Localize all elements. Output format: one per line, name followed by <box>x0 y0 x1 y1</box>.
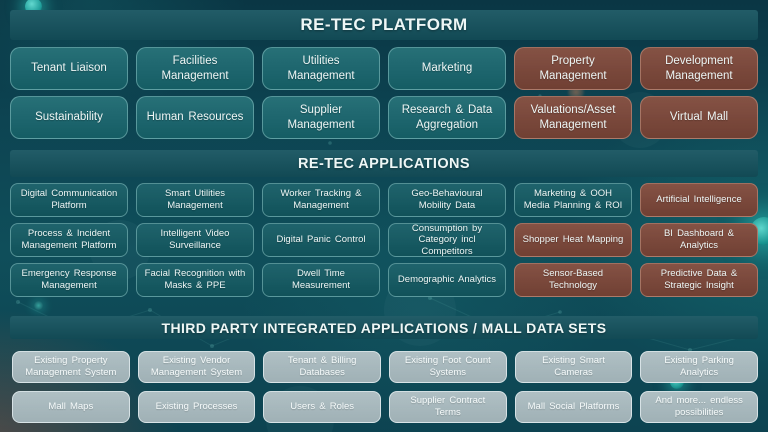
box-label: Tenant & Billing Databases <box>287 355 357 378</box>
box-label: Worker Tracking & Management <box>280 188 362 211</box>
box-label: Existing Vendor Management System <box>150 355 243 378</box>
box-shopper-heat-mapping: Shopper Heat Mapping <box>514 223 632 257</box>
box-sustainability: Sustainability <box>10 96 128 139</box>
section-header-applications: RE-TEC APPLICATIONS <box>10 150 758 177</box>
platform-grid: Tenant Liaison Facilities Management Utili… <box>10 47 758 139</box>
box-facilities-management: Facilities Management <box>136 47 254 90</box>
box-label: Mall Maps <box>48 401 94 413</box>
box-label: Existing Processes <box>155 401 238 413</box>
glow-dot-left-small <box>34 301 43 310</box>
box-property-management: Property Management <box>514 47 632 90</box>
box-label: Digital Panic Control <box>276 234 366 246</box>
box-consumption-by-category-incl-competitors: Consumption by Category incl Competitors <box>388 223 506 257</box>
box-label: Emergency Response Management <box>21 268 117 291</box>
box-mall-maps: Mall Maps <box>12 391 130 423</box>
box-label: BI Dashboard & Analytics <box>663 228 735 251</box>
box-label: Predictive Data & Strategic Insight <box>660 268 738 291</box>
section-header-platform: RE-TEC PLATFORM <box>10 10 758 40</box>
box-marketing-ooh-media-planning-roi: Marketing & OOH Media Planning & ROI <box>514 183 632 217</box>
box-valuations-asset-management: Valuations/Asset Management <box>514 96 632 139</box>
glow-dot-orange <box>568 84 584 100</box>
box-bi-dashboard-analytics: BI Dashboard & Analytics <box>640 223 758 257</box>
box-demographic-analytics: Demographic Analytics <box>388 263 506 297</box>
box-existing-parking-analytics: Existing Parking Analytics <box>640 351 758 383</box>
box-digital-panic-control: Digital Panic Control <box>262 223 380 257</box>
box-label: Process & Incident Management Platform <box>21 228 117 251</box>
box-mall-social-platforms: Mall Social Platforms <box>514 391 633 423</box>
box-facial-recognition-with-masks-ppe: Facial Recognition with Masks & PPE <box>136 263 254 297</box>
box-smart-utilities-management: Smart Utilities Management <box>136 183 254 217</box>
box-label: Facilities Management <box>161 55 229 82</box>
box-existing-smart-cameras: Existing Smart Cameras <box>514 351 633 383</box>
section-title: RE-TEC APPLICATIONS <box>298 155 470 172</box>
box-label: Intelligent Video Surveillance <box>160 228 230 251</box>
box-research-data-aggregation: Research & Data Aggregation <box>388 96 506 139</box>
box-supplier-contract-terms: Supplier Contract Terms <box>388 391 507 423</box>
box-label: Existing Smart Cameras <box>542 355 605 378</box>
box-geo-behavioural-mobility-data: Geo-Behavioural Mobility Data <box>388 183 506 217</box>
box-and-more-endless-possibilities: And more... endless possibilities <box>640 391 758 423</box>
box-label: Sensor-Based Technology <box>542 268 604 291</box>
box-label: Existing Property Management System <box>25 355 117 378</box>
box-existing-vendor-management-system: Existing Vendor Management System <box>137 351 256 383</box>
box-emergency-response-management: Emergency Response Management <box>10 263 128 297</box>
box-label: Digital Communication Platform <box>20 188 118 211</box>
box-marketing: Marketing <box>388 47 506 90</box>
box-label: Virtual Mall <box>669 111 729 124</box>
box-supplier-management: Supplier Management <box>262 96 380 139</box>
box-tenant-billing-databases: Tenant & Billing Databases <box>263 351 381 383</box>
box-label: Geo-Behavioural Mobility Data <box>411 188 483 211</box>
box-label: Human Resources <box>146 111 244 124</box>
box-predictive-data-strategic-insight: Predictive Data & Strategic Insight <box>640 263 758 297</box>
box-label: Sustainability <box>35 111 103 124</box>
box-label: Development Management <box>665 55 733 82</box>
box-label: Demographic Analytics <box>397 274 497 286</box>
box-label: Consumption by Category incl Competitors <box>411 222 483 257</box>
box-label: Dwell Time Measurement <box>291 268 351 291</box>
box-label: Marketing <box>421 62 473 75</box>
box-worker-tracking-management: Worker Tracking & Management <box>262 183 380 217</box>
box-label: Property Management <box>539 55 607 82</box>
applications-grid: Digital Communication Platform Smart Util… <box>10 183 758 297</box>
box-human-resources: Human Resources <box>136 96 254 139</box>
box-label: And more... endless possibilities <box>655 395 743 418</box>
box-dwell-time-measurement: Dwell Time Measurement <box>262 263 380 297</box>
box-label: Marketing & OOH Media Planning & ROI <box>523 188 623 211</box>
box-intelligent-video-surveillance: Intelligent Video Surveillance <box>136 223 254 257</box>
box-existing-property-management-system: Existing Property Management System <box>12 351 130 383</box>
box-label: Research & Data Aggregation <box>401 104 493 131</box>
section-title: RE-TEC PLATFORM <box>300 15 468 34</box>
box-label: Supplier Management <box>287 104 355 131</box>
box-sensor-based-technology: Sensor-Based Technology <box>514 263 632 297</box>
box-label: Existing Parking Analytics <box>664 355 734 378</box>
box-label: Facial Recognition with Masks & PPE <box>144 268 246 291</box>
box-artificial-intelligence: Artificial Intelligence <box>640 183 758 217</box>
section-title: THIRD PARTY INTEGRATED APPLICATIONS / MA… <box>161 319 607 336</box>
section-header-third-party: THIRD PARTY INTEGRATED APPLICATIONS / MA… <box>10 316 758 339</box>
box-process-incident-management-platform: Process & Incident Management Platform <box>10 223 128 257</box>
box-digital-communication-platform: Digital Communication Platform <box>10 183 128 217</box>
box-label: Tenant Liaison <box>31 62 107 75</box>
box-label: Artificial Intelligence <box>656 194 742 206</box>
box-label: Supplier Contract Terms <box>410 395 486 418</box>
box-label: Valuations/Asset Management <box>530 104 616 131</box>
box-label: Existing Foot Count Systems <box>404 355 491 378</box>
box-label: Utilities Management <box>287 55 355 82</box>
box-existing-foot-count-systems: Existing Foot Count Systems <box>388 351 507 383</box>
box-label: Users & Roles <box>290 401 355 413</box>
box-label: Shopper Heat Mapping <box>522 234 624 246</box>
box-label: Smart Utilities Management <box>164 188 226 211</box>
box-utilities-management: Utilities Management <box>262 47 380 90</box>
box-users-roles: Users & Roles <box>263 391 381 423</box>
box-existing-processes: Existing Processes <box>137 391 256 423</box>
box-label: Mall Social Platforms <box>527 401 620 413</box>
box-virtual-mall: Virtual Mall <box>640 96 758 139</box>
box-tenant-liaison: Tenant Liaison <box>10 47 128 90</box>
box-development-management: Development Management <box>640 47 758 90</box>
